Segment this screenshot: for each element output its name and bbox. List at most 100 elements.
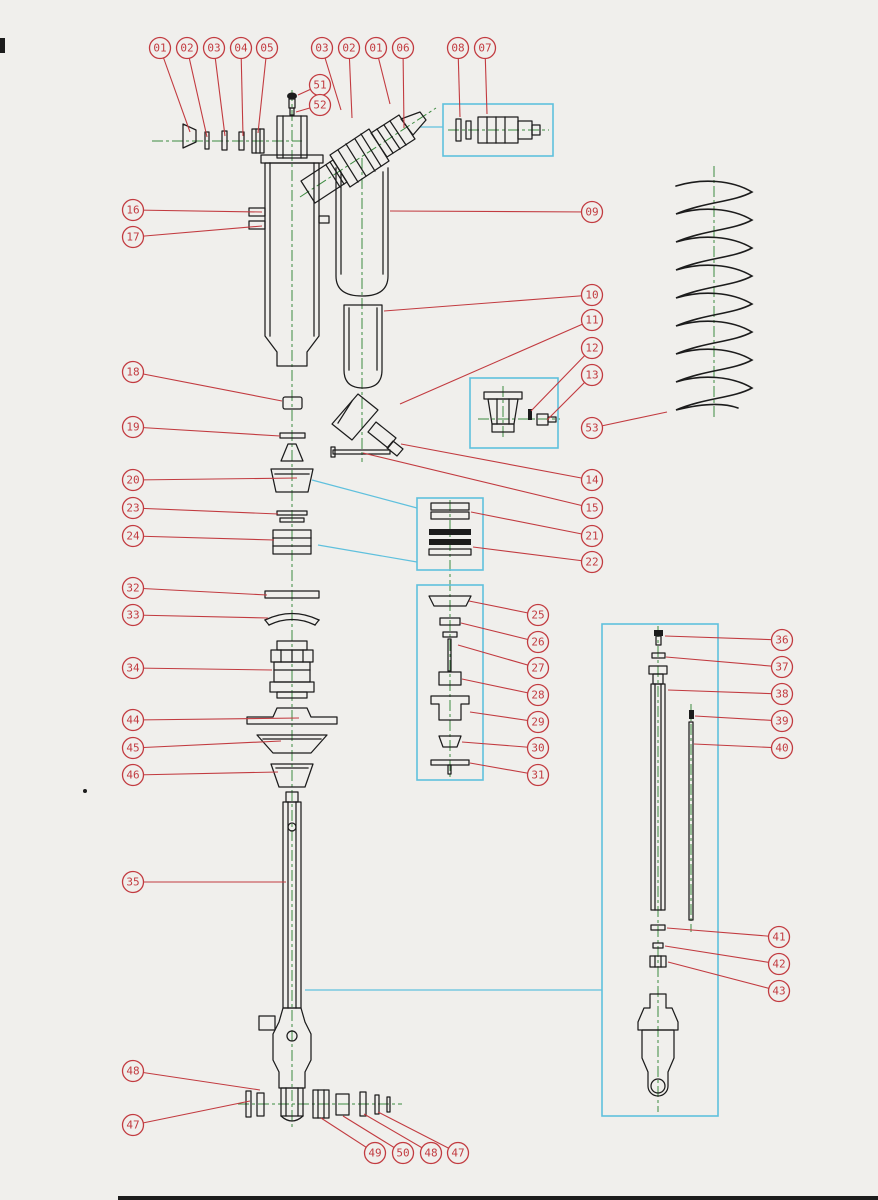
- callout-circle-30: [526, 736, 550, 760]
- callout-number-47: 47: [451, 1147, 464, 1160]
- callout-circle-05: [255, 36, 279, 60]
- callout-number-15: 15: [585, 502, 598, 515]
- callout-number-12: 12: [585, 342, 598, 355]
- callout-number-27: 27: [531, 662, 544, 675]
- leader-lines: [132, 47, 783, 1154]
- callout-number-42: 42: [772, 958, 785, 971]
- callout-29: 29: [526, 710, 550, 734]
- callout-circle-01: [148, 36, 172, 60]
- callout-circle-42: [767, 952, 791, 976]
- callout-number-06: 06: [396, 42, 409, 55]
- callout-number-38: 38: [775, 688, 788, 701]
- shaft-assembly: [258, 791, 312, 1122]
- callout-number-39: 39: [775, 715, 788, 728]
- leader-line-02: [186, 47, 208, 138]
- leader-line-09: [389, 210, 593, 213]
- leader-line-30: [461, 741, 539, 749]
- callout-33: 33: [121, 603, 145, 627]
- callout-26: 26: [526, 630, 550, 654]
- leader-line-43: [667, 961, 780, 992]
- callout-37: 37: [770, 655, 794, 679]
- callout-45: 45: [121, 736, 145, 760]
- callout-number-26: 26: [531, 636, 544, 649]
- leader-line-47: [132, 1100, 251, 1126]
- callout-circle-03: [310, 36, 334, 60]
- callout-35: 35: [121, 870, 145, 894]
- callout-39: 39: [770, 709, 794, 733]
- leader-line-28: [461, 678, 539, 696]
- callout-number-01: 01: [369, 42, 382, 55]
- callout-circle-16: [121, 198, 145, 222]
- callout-34: 34: [121, 656, 145, 680]
- callout-number-03: 03: [207, 42, 220, 55]
- callout-number-44: 44: [126, 714, 140, 727]
- callout-number-24: 24: [126, 530, 140, 543]
- callout-circle-33: [121, 603, 145, 627]
- callout-40: 40: [770, 736, 794, 760]
- callout-circle-35: [121, 870, 145, 894]
- detail-box-rebound-assembly: [601, 623, 719, 1117]
- callout-number-40: 40: [775, 742, 788, 755]
- callout-circle-43: [767, 979, 791, 1003]
- callout-number-18: 18: [126, 366, 139, 379]
- leader-line-48: [132, 1070, 261, 1091]
- bleed-screw: [287, 92, 297, 116]
- callout-02: 02: [337, 36, 361, 60]
- callout-12: 12: [580, 336, 604, 360]
- callout-circle-28: [526, 683, 550, 707]
- callout-circle-18: [121, 360, 145, 384]
- leader-line-02: [348, 47, 353, 119]
- leader-line-16: [132, 209, 263, 213]
- callout-circle-01: [364, 36, 388, 60]
- callout-number-04: 04: [234, 42, 248, 55]
- callout-circle-50: [391, 1141, 415, 1165]
- leader-line-11: [399, 319, 593, 405]
- callout-circle-07: [473, 36, 497, 60]
- callout-circle-22: [580, 550, 604, 574]
- callout-number-01: 01: [153, 42, 166, 55]
- callout-number-14: 14: [585, 474, 599, 487]
- compression-adjuster-assembly: [300, 111, 427, 204]
- leader-line-19: [132, 426, 281, 437]
- callout-02: 02: [175, 36, 199, 60]
- callout-number-02: 02: [180, 42, 193, 55]
- leader-line-45: [132, 740, 282, 749]
- callout-number-23: 23: [126, 502, 139, 515]
- callout-20: 20: [121, 468, 145, 492]
- callout-11: 11: [580, 308, 604, 332]
- scan-artifacts: [0, 38, 878, 1200]
- callout-number-13: 13: [585, 369, 598, 382]
- leader-line-44: [132, 717, 300, 721]
- leader-line-06: [402, 47, 405, 129]
- callout-circle-03: [202, 36, 226, 60]
- leader-line-32: [132, 587, 268, 596]
- callout-circle-09: [580, 200, 604, 224]
- callout-25: 25: [526, 603, 550, 627]
- callout-05: 05: [255, 36, 279, 60]
- leader-line-04: [240, 47, 244, 137]
- callout-number-28: 28: [531, 689, 544, 702]
- callout-circle-34: [121, 656, 145, 680]
- leader-line-36: [664, 635, 783, 641]
- callout-27: 27: [526, 656, 550, 680]
- leader-line-31: [469, 762, 539, 776]
- callout-number-34: 34: [126, 662, 140, 675]
- callout-number-11: 11: [585, 314, 598, 327]
- callout-47: 47: [446, 1141, 470, 1165]
- callout-03: 03: [202, 36, 226, 60]
- detail-box-piston-bands: [416, 497, 484, 571]
- callout-number-17: 17: [126, 231, 139, 244]
- callout-circle-11: [580, 308, 604, 332]
- callout-circle-08: [446, 36, 470, 60]
- callout-number-47: 47: [126, 1119, 139, 1132]
- leader-line-25: [468, 600, 539, 616]
- callout-number-29: 29: [531, 716, 544, 729]
- callout-circle-25: [526, 603, 550, 627]
- seal-head-detail: [428, 595, 472, 775]
- callout-circle-14: [580, 468, 604, 492]
- callout-53: 53: [580, 416, 604, 440]
- leader-line-41: [666, 927, 780, 938]
- callout-number-19: 19: [126, 421, 139, 434]
- callout-number-33: 33: [126, 609, 139, 622]
